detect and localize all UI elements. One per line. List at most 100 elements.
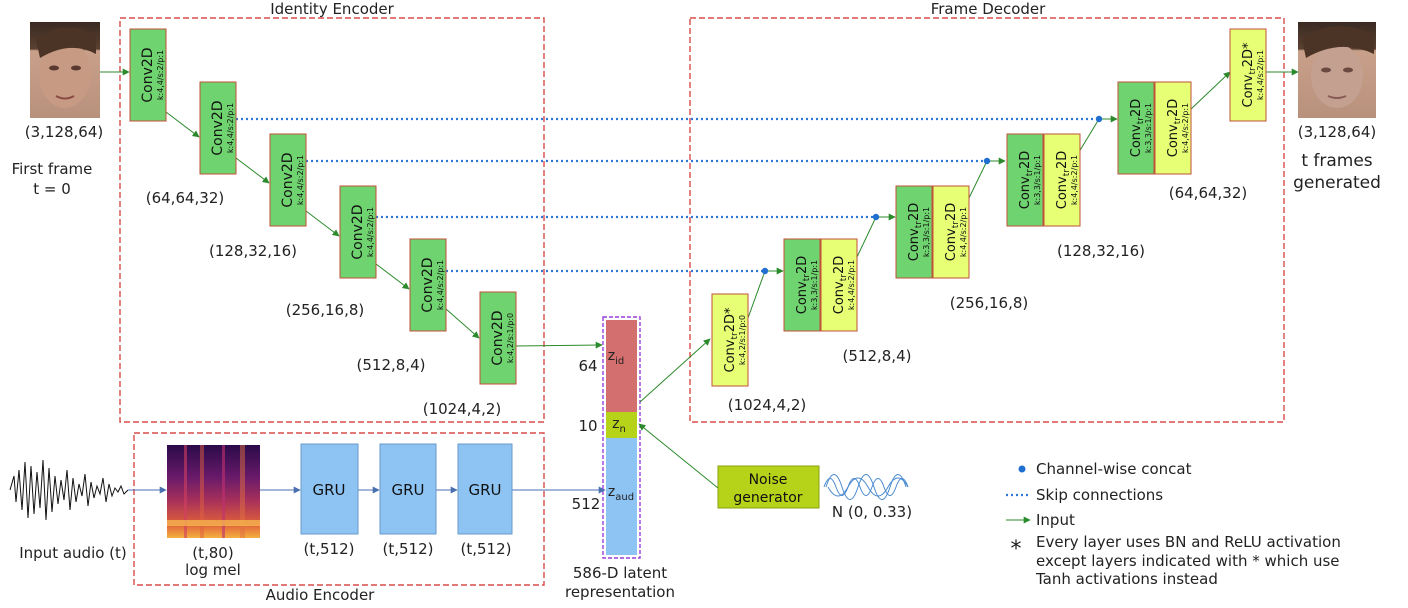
- output-face-image: [1298, 22, 1376, 118]
- latent-to-decoder-arrow: [639, 338, 711, 403]
- svg-text:zn: zn: [612, 416, 626, 435]
- legend-concat-dot: [1018, 465, 1026, 473]
- latent-size-z-n: 10: [578, 417, 597, 435]
- svg-text:k:3,3/s:1/p:1: k:3,3/s:1/p:1: [810, 260, 819, 310]
- audio-encoder-title: Audio Encoder: [266, 586, 376, 604]
- z-aud-sub: aud: [615, 492, 634, 503]
- noise-generator-label-2: generator: [733, 490, 802, 506]
- concat-dot-2: [872, 213, 880, 221]
- svg-text:k:4,4/s:2/p:1: k:4,4/s:2/p:1: [1070, 155, 1079, 205]
- latent-size-z-id: 64: [578, 357, 597, 375]
- svg-text:Convtr2D: Convtr2D: [832, 256, 849, 314]
- svg-text:zid: zid: [608, 348, 625, 367]
- noise-distribution: N (0, 0.33): [832, 503, 912, 521]
- encoder-layer-1: Conv2D k:4,4/s:2/p:1: [129, 28, 167, 122]
- svg-text:Convtr2D*: Convtr2D*: [1241, 42, 1258, 107]
- encoder-layer-3-name: Conv2D: [280, 152, 296, 207]
- concat-dot-1: [761, 267, 769, 275]
- frame-decoder-title: Frame Decoder: [931, 0, 1046, 18]
- encoder-layer-2-params: k:4,4/s:2/p:1: [226, 103, 235, 153]
- gru-1: GRU: [300, 443, 359, 535]
- legend-note-line-2: except layers indicated with * which use: [1036, 552, 1340, 570]
- encoder-layer-2: Conv2D k:4,4/s:2/p:1: [199, 81, 237, 175]
- encoder-layer-2-name: Conv2D: [210, 100, 226, 155]
- encoder-layer-4-name: Conv2D: [350, 204, 366, 259]
- encoder-layer-5: Conv2D k:4,4/s:2/p:1: [409, 238, 447, 332]
- legend-star: *: [1011, 537, 1022, 562]
- legend: Channel-wise concat Skip connections Inp…: [1006, 460, 1341, 588]
- encoder-layer-1-params: k:4,4/s:2/p:1: [156, 50, 165, 100]
- svg-text:Convtr2D: Convtr2D: [1129, 99, 1146, 157]
- z-aud-base: z: [608, 484, 615, 500]
- svg-text:k:4,4/s:2/p:1: k:4,4/s:2/p:1: [959, 207, 968, 257]
- latent-size-z-aud: 512: [572, 495, 601, 513]
- mel-shape: (t,80): [192, 544, 233, 562]
- encoder-layer-4-params: k:4,4/s:2/p:1: [366, 207, 375, 257]
- decoder-shape-3: (256,16,8): [950, 294, 1029, 312]
- noise-wave-icon: [823, 474, 909, 500]
- skip-connections: [236, 117, 1099, 273]
- encoder-layer-3-params: k:4,4/s:2/p:1: [296, 155, 305, 205]
- decoder-first-layer-params: k:4,2/s:1/p:0: [738, 315, 747, 365]
- mel-label: log mel: [185, 561, 241, 579]
- encoder-shape-5: (1024,4,2): [423, 400, 502, 418]
- decoder-pair-3: Convtr2D k:3,3/s:1/p:1 Convtr2D k:4,4/s:…: [1006, 133, 1081, 227]
- concat-dot-3: [983, 157, 991, 165]
- gru-3-shape: (t,512): [461, 540, 512, 558]
- latent-z-aud: zaud: [606, 438, 637, 555]
- encoder-layer-6: Conv2D k:4,2/s:1/p:0: [479, 291, 517, 385]
- encoder-layer-3: Conv2D k:4,4/s:2/p:1: [269, 133, 307, 227]
- z-id-base: z: [608, 348, 615, 364]
- z-n-sub: n: [620, 424, 626, 435]
- input-frame-label: First frame: [12, 160, 93, 178]
- noise-to-latent-arrow: [638, 423, 719, 489]
- gru-2-label: GRU: [391, 481, 424, 499]
- svg-text:k:3,3/s:1/p:1: k:3,3/s:1/p:1: [922, 207, 931, 257]
- svg-text:Convtr2D*: Convtr2D*: [723, 307, 740, 372]
- identity-encoder-title: Identity Encoder: [270, 0, 394, 18]
- legend-concat-label: Channel-wise concat: [1036, 460, 1192, 478]
- legend-input-label: Input: [1036, 511, 1075, 529]
- concat-dots: [761, 115, 1103, 275]
- encoder-shape-2: (128,32,16): [209, 242, 297, 260]
- encoder-arrows: [100, 68, 603, 349]
- encoder-shape-1: (64,64,32): [146, 189, 225, 207]
- concat-dot-4: [1095, 115, 1103, 123]
- gru-2: GRU: [379, 443, 437, 535]
- latent-border: [602, 316, 641, 559]
- gru-3: GRU: [457, 443, 513, 535]
- audio-waveform-icon: [9, 459, 129, 521]
- z-id-sub: id: [615, 356, 624, 367]
- svg-text:Convtr2D: Convtr2D: [795, 256, 812, 314]
- legend-note-line-3: Tanh activations instead: [1035, 570, 1218, 588]
- input-audio-label: Input audio (t): [19, 544, 127, 562]
- input-face-image: [30, 22, 100, 118]
- svg-text:zaud: zaud: [608, 484, 634, 503]
- latent-z-id: zid: [606, 320, 637, 412]
- encoder-layer-4: Conv2D k:4,4/s:2/p:1: [339, 185, 377, 279]
- frame-decoder-box: [689, 17, 1285, 423]
- latent-caption: 586-D latent: [573, 564, 667, 582]
- decoder-arrows: [747, 68, 1299, 319]
- decoder-last-layer: Convtr2D* k:4,4/s:2/p:1: [1229, 28, 1267, 122]
- identity-encoder-box: [119, 17, 545, 423]
- z-n-base: z: [612, 416, 619, 432]
- input-frame-shape: (3,128,64): [25, 123, 104, 141]
- noise-generator-label: Noise: [749, 472, 788, 488]
- svg-text:k:4,4/s:2/p:1: k:4,4/s:2/p:1: [1181, 103, 1190, 153]
- gru-1-shape: (t,512): [304, 540, 355, 558]
- latent-caption-2: representation: [565, 583, 675, 601]
- decoder-shape-5: (64,64,32): [1169, 184, 1248, 202]
- svg-text:Convtr2D: Convtr2D: [1166, 99, 1183, 157]
- audio-encoder-box: [133, 432, 545, 586]
- svg-text:Convtr2D: Convtr2D: [944, 203, 961, 261]
- gru-3-label: GRU: [468, 481, 501, 499]
- svg-text:Convtr2D: Convtr2D: [1055, 151, 1072, 209]
- svg-text:k:4,4/s:2/p:1: k:4,4/s:2/p:1: [847, 260, 856, 310]
- svg-text:k:3,3/s:1/p:1: k:3,3/s:1/p:1: [1033, 155, 1042, 205]
- output-frame-shape: (3,128,64): [1298, 123, 1377, 141]
- decoder-shape-1: (1024,4,2): [728, 396, 807, 414]
- decoder-shape-4: (128,32,16): [1057, 242, 1145, 260]
- decoder-pair-4: Convtr2D k:3,3/s:1/p:1 Convtr2D k:4,4/s:…: [1117, 81, 1192, 175]
